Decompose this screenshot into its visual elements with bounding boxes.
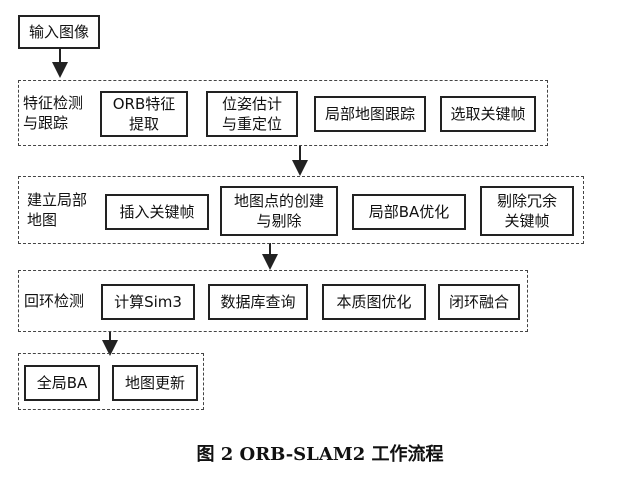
loop-closing-group [18,270,528,332]
tracking-group-label: 特征检测 与跟踪 [23,94,84,132]
local-mapping-group-label: 建立局部 地图 [27,191,88,229]
tracking-group [18,80,548,146]
local-map-tracking-box: 局部地图跟踪 [314,96,426,132]
loop-fusion-box: 闭环融合 [438,284,520,320]
map-point-create-cull-box: 地图点的创建 与剔除 [220,186,338,236]
compute-sim3-box: 计算Sim3 [101,284,195,320]
global-ba-box: 全局BA [24,365,100,401]
database-query-box: 数据库查询 [208,284,308,320]
select-keyframe-box: 选取关键帧 [440,96,536,132]
cull-redundant-keyframe-box: 剔除冗余 关键帧 [480,186,574,236]
pose-estimation-box: 位姿估计 与重定位 [206,91,298,137]
local-mapping-group [18,176,584,244]
insert-keyframe-box: 插入关键帧 [105,194,209,230]
global-ba-group [18,353,204,410]
figure-caption: 图 2 ORB-SLAM2 工作流程 [196,444,444,465]
essential-graph-opt-box: 本质图优化 [322,284,426,320]
orb-extract-box: ORB特征 提取 [100,91,188,137]
loop-closing-group-label: 回环检测 [24,292,85,310]
map-update-box: 地图更新 [112,365,198,401]
input-image-box: 输入图像 [18,15,100,49]
local-ba-box: 局部BA优化 [352,194,466,230]
